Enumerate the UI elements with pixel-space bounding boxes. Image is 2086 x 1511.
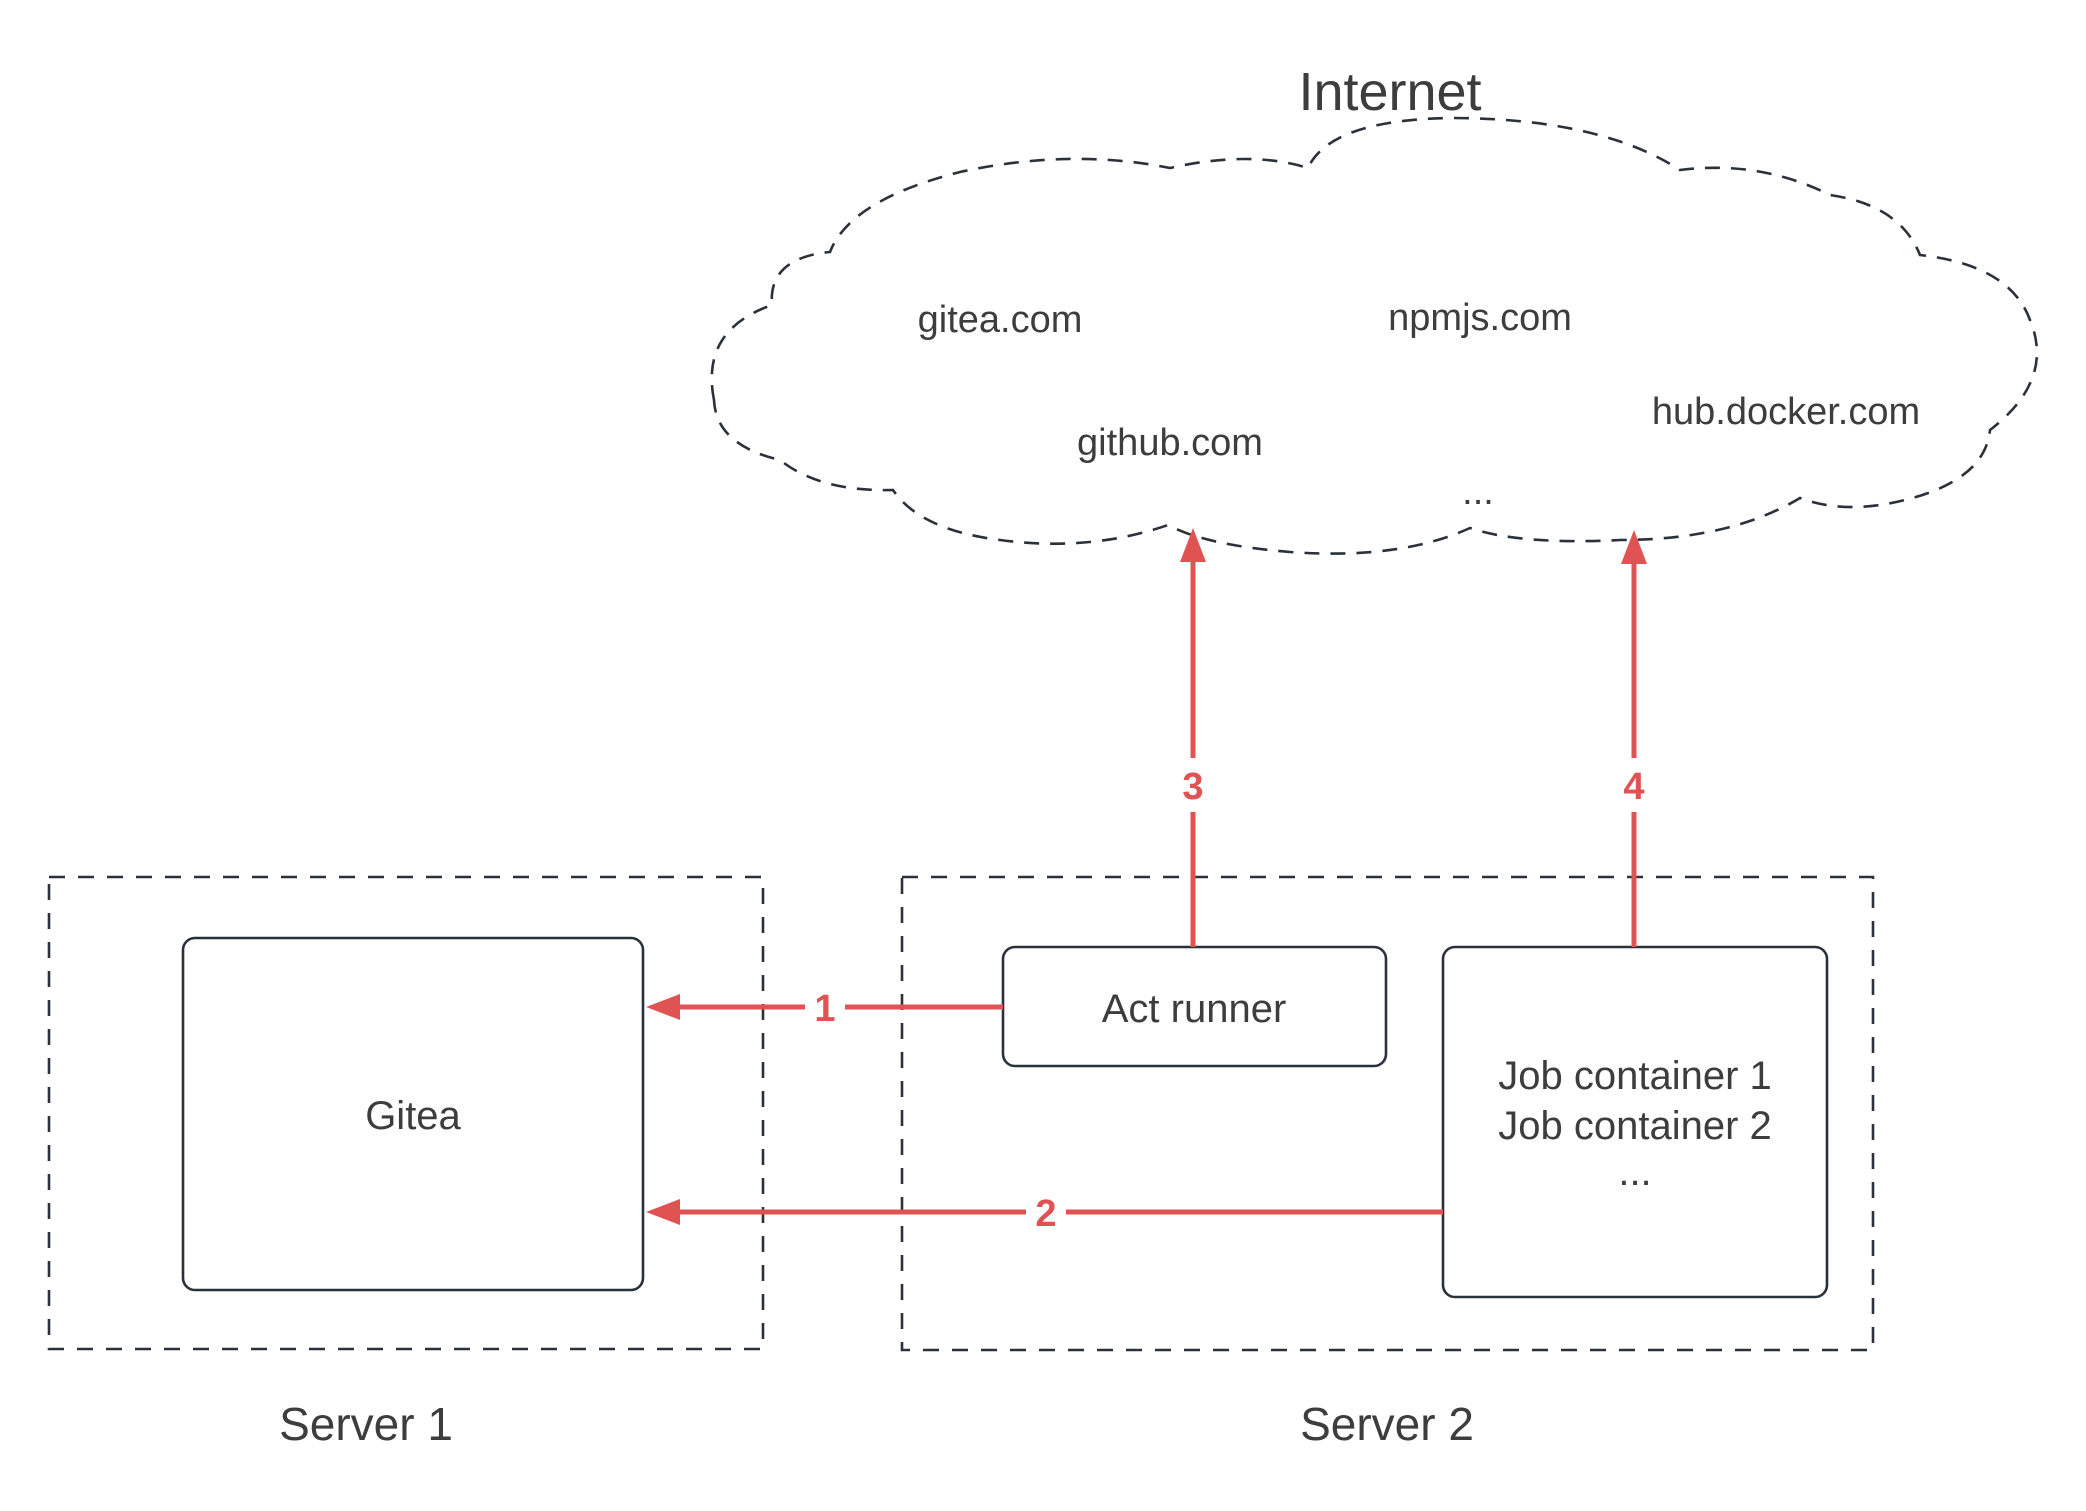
arrow-2-label-gap — [1026, 1189, 1066, 1235]
arrow-3-label: 3 — [1182, 766, 1203, 808]
arrow-3-label-gap — [1171, 758, 1215, 812]
domain-label-npmjs-com: npmjs.com — [1388, 297, 1572, 339]
job-container-ellipsis: ... — [1618, 1150, 1651, 1194]
domain-label-github-com: github.com — [1077, 422, 1263, 464]
arrow-1-head — [646, 994, 680, 1020]
arrow-4-label-gap — [1612, 758, 1656, 812]
job-container-line-1: Job container 1 — [1498, 1054, 1772, 1098]
gitea-node — [181, 936, 645, 1292]
arrow-3-head — [1180, 528, 1206, 562]
arrow-2-label: 2 — [1035, 1193, 1056, 1235]
server1-boundary — [47, 875, 765, 1351]
server1-label: Server 1 — [279, 1398, 453, 1450]
arrow-1-label: 1 — [814, 988, 835, 1030]
gitea-node-label: Gitea — [365, 1094, 461, 1138]
domain-label-hub-docker-com: hub.docker.com — [1652, 391, 1920, 433]
arrow-1-label-gap — [805, 984, 845, 1030]
internet-title: Internet — [1298, 62, 1481, 122]
domain-label-gitea-com: gitea.com — [918, 299, 1083, 341]
server2-label: Server 2 — [1300, 1398, 1474, 1450]
job-container-line-2: Job container 2 — [1498, 1104, 1772, 1148]
act-runner-node-label: Act runner — [1102, 987, 1287, 1031]
arrow-2-head — [646, 1199, 680, 1225]
domain-label-ellipsis: ... — [1462, 471, 1494, 513]
arrow-4-head — [1621, 530, 1647, 564]
arrow-4-label: 4 — [1623, 766, 1644, 808]
server2-boundary — [900, 875, 1875, 1352]
internet-cloud-outline — [710, 116, 2039, 555]
